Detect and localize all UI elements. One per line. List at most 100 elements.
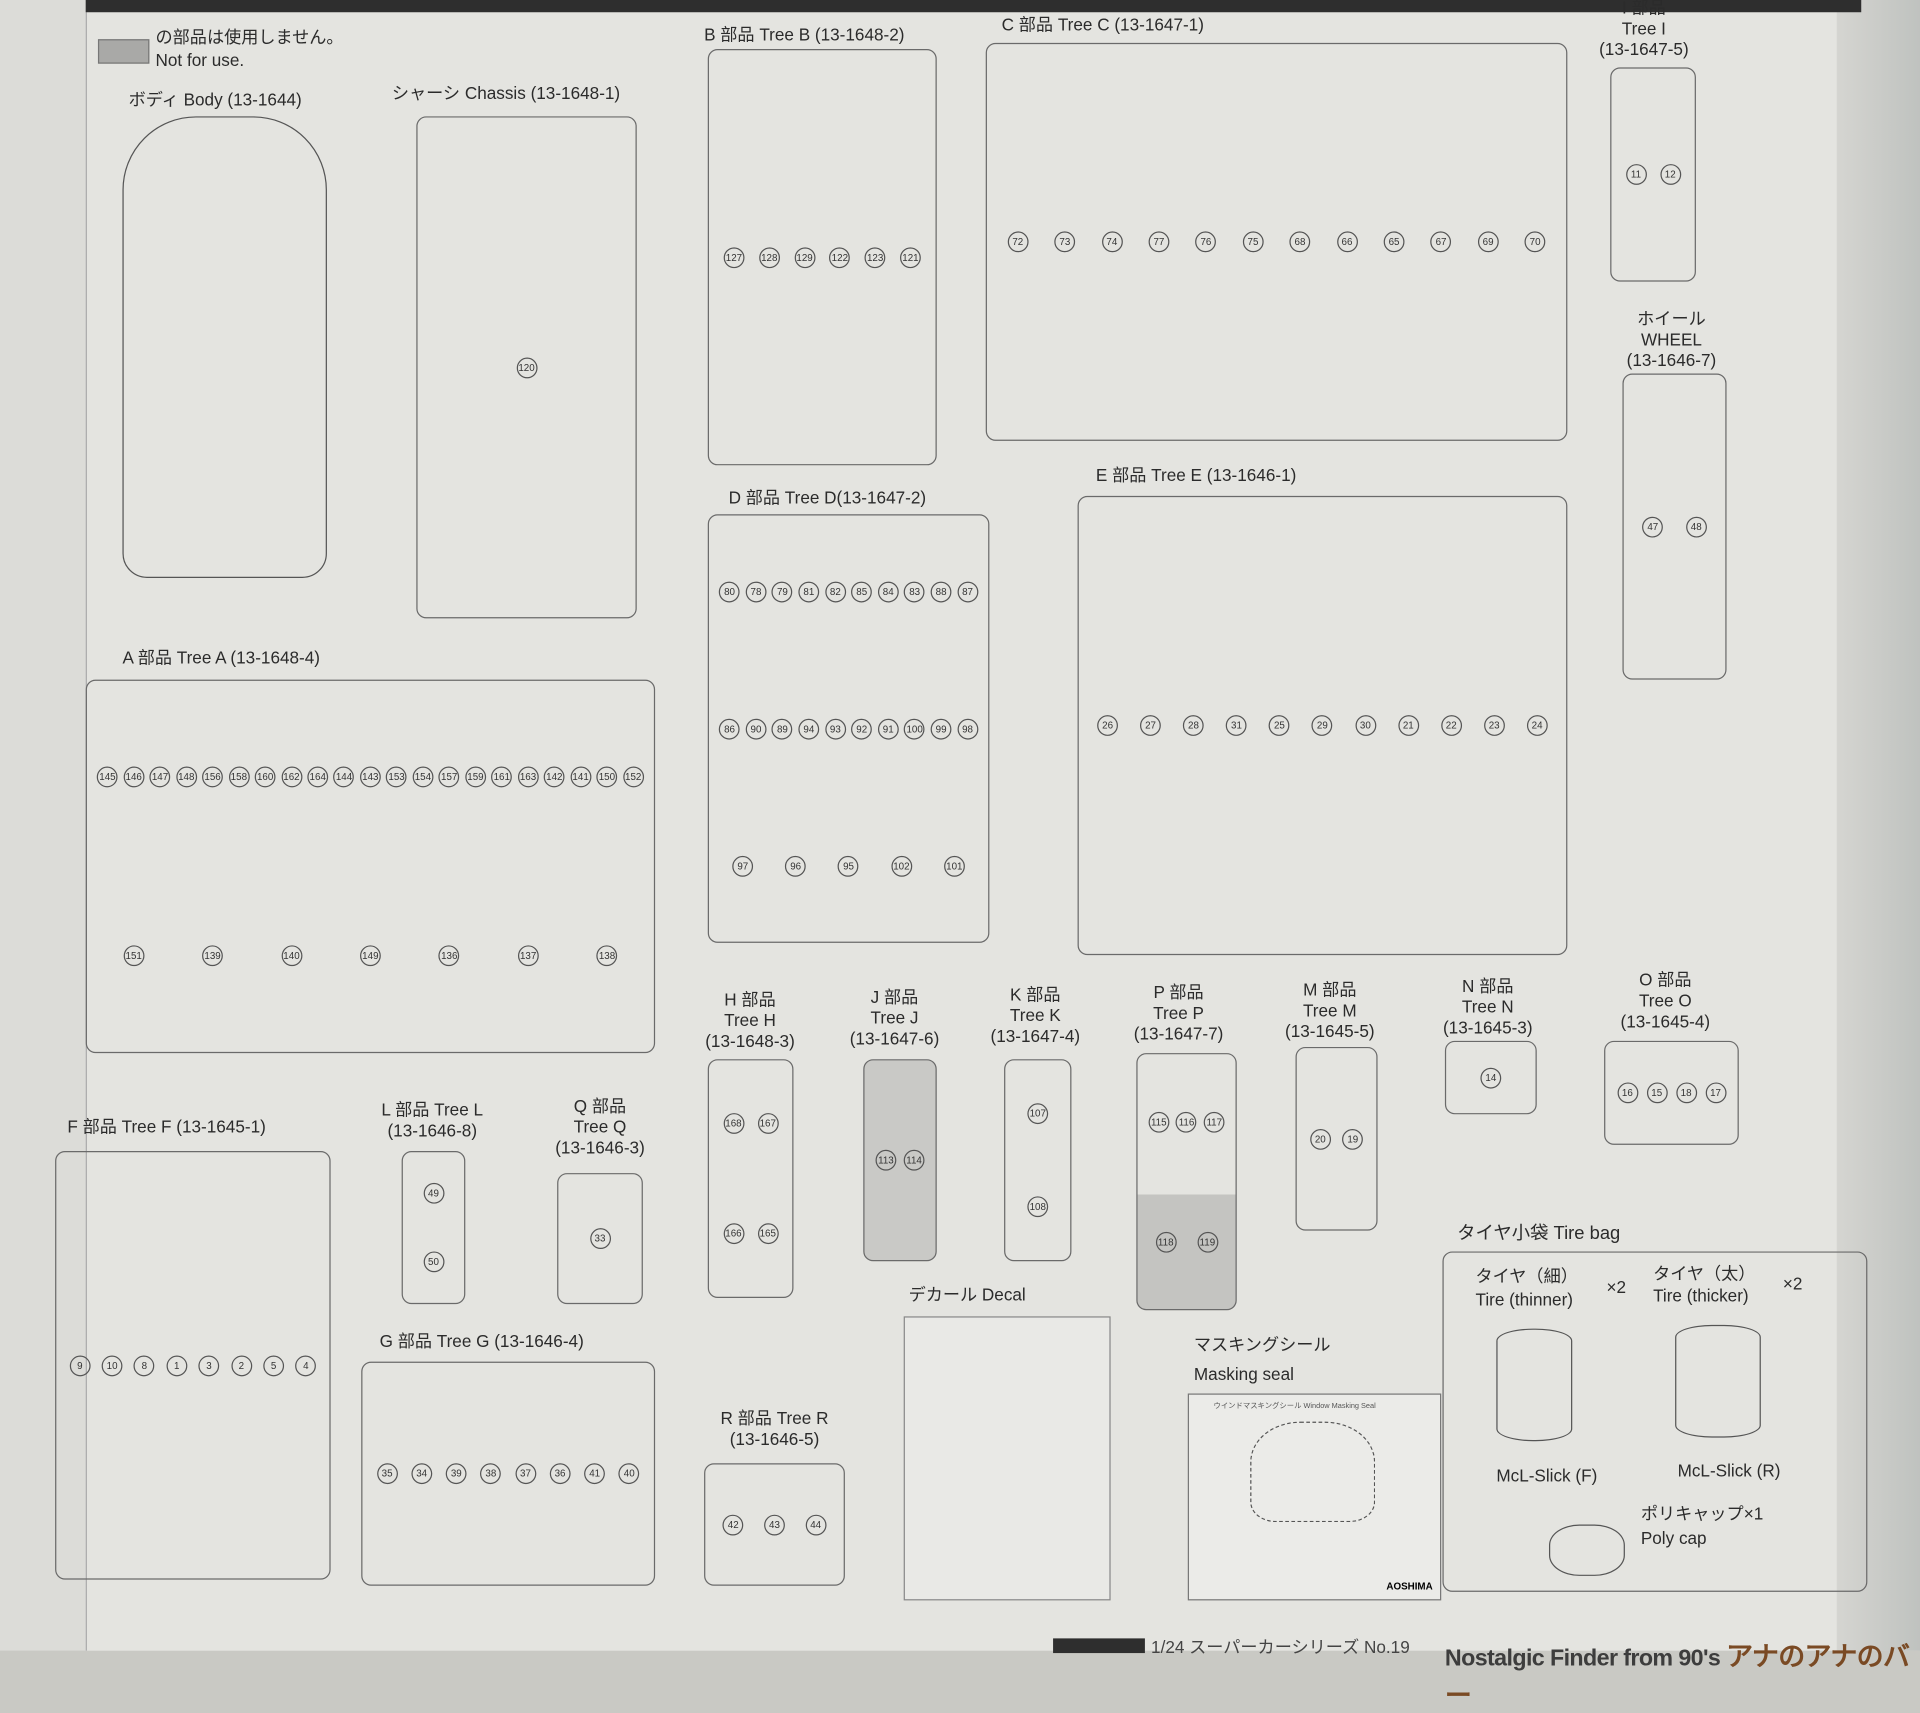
part-number: 136 [438, 945, 460, 966]
body-drawing [122, 116, 327, 578]
part-number: 140 [281, 945, 302, 966]
aoshima-brand: AOSHIMA [1386, 1580, 1433, 1592]
part-number: 49 [423, 1183, 444, 1204]
part-number: 44 [805, 1514, 827, 1535]
part-number: 97 [732, 855, 754, 877]
tire-thick-qty: ×2 [1782, 1273, 1803, 1294]
part-number: 42 [722, 1514, 744, 1535]
chassis-label: シャーシ Chassis (13-1648-1) [391, 83, 621, 103]
part-number: 38 [480, 1463, 502, 1485]
part-number: 162 [281, 766, 302, 788]
part-number: 73 [1054, 231, 1076, 253]
part-number: 139 [202, 945, 224, 966]
tree-q-l1: Q 部品 [573, 1095, 627, 1116]
part-number: 41 [584, 1463, 606, 1485]
part-number: 75 [1242, 231, 1264, 253]
part-number: 84 [877, 581, 899, 602]
tree-o-l2: Tree O [1638, 990, 1692, 1011]
part-number: 3 [198, 1354, 220, 1376]
tree-h-l3: (13-1648-3) [705, 1031, 795, 1051]
part-number: 129 [794, 246, 815, 268]
part-number: 67 [1430, 231, 1452, 253]
part-number: 151 [123, 945, 145, 966]
tree-q: 33 [557, 1173, 643, 1305]
tree-g-label: G 部品 Tree G (13-1646-4) [379, 1331, 584, 1351]
part-number: 29 [1311, 715, 1333, 736]
part-number: 5 [263, 1354, 285, 1376]
part-number: 82 [824, 581, 846, 602]
part-number: 14 [1480, 1067, 1502, 1088]
legend-jp: の部品は使用しません。 [155, 26, 344, 47]
chassis-tree: 120 [416, 116, 637, 619]
part-number: 25 [1269, 715, 1290, 736]
part-number: 164 [307, 766, 329, 788]
part-number: 166 [723, 1223, 744, 1245]
tree-d-label: D 部品 Tree D(13-1647-2) [728, 487, 927, 507]
part-number: 142 [543, 766, 565, 788]
tree-o-l3: (13-1645-4) [1620, 1011, 1711, 1032]
part-number: 47 [1642, 516, 1664, 537]
part-number: 65 [1383, 231, 1405, 253]
masking-label-jp: マスキングシール [1193, 1334, 1331, 1355]
part-number: 91 [877, 718, 899, 739]
tree-c-label: C 部品 Tree C (13-1647-1) [1001, 14, 1204, 35]
part-number: 149 [359, 945, 381, 966]
part-number: 150 [596, 766, 618, 788]
part-number: 87 [957, 581, 978, 602]
tree-h-l1: H 部品 [724, 989, 776, 1009]
body-label: ボディ Body (13-1644) [128, 89, 302, 109]
part-number: 68 [1289, 231, 1311, 253]
part-number: 138 [596, 945, 618, 966]
polycap-drawing [1548, 1524, 1625, 1576]
part-number: 4 [295, 1354, 317, 1376]
part-number: 95 [838, 855, 859, 877]
part-number: 37 [515, 1463, 536, 1485]
part-number: 158 [228, 766, 250, 788]
part-number: 21 [1397, 715, 1419, 736]
part-number: 127 [723, 246, 745, 268]
tree-n-l2: Tree N [1461, 996, 1514, 1017]
part-number: 107 [1027, 1103, 1049, 1125]
tire-thick-jp: タイヤ（太） [1653, 1263, 1756, 1284]
tree-n-l1: N 部品 [1462, 975, 1514, 996]
part-number: 33 [589, 1228, 611, 1249]
tree-k: 107 108 [1004, 1059, 1072, 1262]
part-number: 92 [851, 718, 873, 739]
tree-r-label: R 部品 Tree R(13-1646-5) [698, 1408, 851, 1450]
part-number: 66 [1336, 231, 1358, 253]
part-number: 76 [1195, 231, 1217, 253]
tire-thin-en: Tire (thinner) [1475, 1289, 1574, 1309]
tree-i-l3: (13-1647-5) [1599, 39, 1689, 59]
tree-b-label: B 部品 Tree B (13-1648-2) [704, 24, 905, 45]
part-number: 122 [829, 246, 851, 268]
part-number: 9 [69, 1354, 91, 1376]
footer-text: 1/24 スーパーカーシリーズ No.19 [1151, 1638, 1410, 1656]
part-number: 17 [1705, 1082, 1726, 1104]
tire-thin-qty: ×2 [1606, 1277, 1627, 1297]
wheel-l3: (13-1646-7) [1626, 350, 1717, 370]
tire-front-label: McL-Slick (F) [1496, 1465, 1598, 1486]
tree-j-l2: Tree J [870, 1007, 919, 1028]
part-number: 108 [1027, 1196, 1049, 1217]
part-number: 43 [764, 1514, 785, 1535]
tree-m-l1: M 部品 [1303, 979, 1357, 1000]
tire-thin-jp: タイヤ（細） [1475, 1266, 1578, 1286]
tree-p-l3: (13-1647-7) [1133, 1023, 1224, 1044]
part-number: 93 [824, 718, 846, 739]
part-number: 23 [1483, 715, 1505, 736]
tree-a-label: A 部品 Tree A (13-1648-4) [122, 647, 321, 668]
part-number: 72 [1007, 231, 1029, 253]
part-number: 88 [930, 581, 952, 602]
